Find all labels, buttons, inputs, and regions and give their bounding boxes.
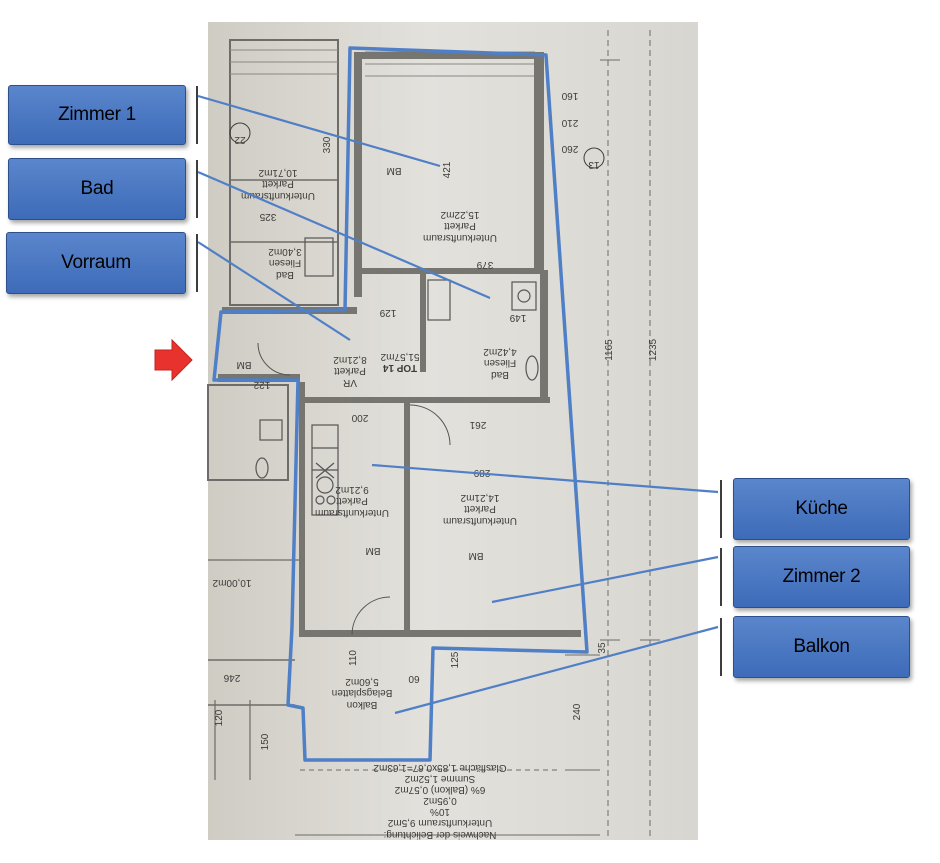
vr-area: 8,21m2	[333, 354, 367, 365]
dim-122: 122	[253, 379, 270, 390]
dim-210: 210	[561, 117, 578, 128]
calc-line4: 6% (Balkon) 0,57m2	[394, 784, 485, 795]
dim-379: 379	[476, 259, 493, 270]
room1-floor: Parkett	[444, 220, 476, 231]
bad-name: Bad	[491, 369, 509, 380]
dim-150: 150	[260, 733, 271, 750]
label-bad: Bad	[8, 158, 186, 220]
leader-balkon	[394, 625, 719, 715]
left-lower-area: 10,00m2	[212, 577, 251, 588]
zimmer2-name: Unterkunftsraum	[443, 515, 517, 526]
apartment-outline	[212, 46, 589, 762]
label-zimmer1: Zimmer 1	[8, 85, 186, 145]
door-swings	[257, 342, 451, 636]
bm-zimmer2: BM	[469, 550, 484, 561]
dim-129: 129	[379, 307, 396, 318]
entrance-arrow-icon	[154, 338, 193, 382]
left-room-name: Unterkunftsraum	[241, 190, 315, 201]
label-vorraum: Vorraum	[6, 232, 186, 294]
dim-261: 261	[469, 419, 486, 430]
top-area: 51,57m2	[380, 351, 419, 362]
room1-name: Unterkunftsraum	[423, 232, 497, 243]
bad-floor: Fliesen	[484, 357, 516, 368]
leader-lines	[197, 94, 719, 715]
dim-260: 260	[561, 143, 578, 154]
dim-1165: 1165	[604, 339, 615, 361]
circle-13: 13	[588, 159, 600, 170]
leader-vorraum	[197, 241, 351, 341]
dim-120: 120	[214, 709, 225, 726]
balkon-area: 5,60m2	[345, 676, 379, 687]
calc-line5: Summe 1,52m2	[404, 773, 475, 784]
bm-kueche: BM	[366, 545, 381, 556]
apartment-walls	[218, 52, 581, 637]
leader-zimmer2	[491, 555, 719, 604]
neighbour-walls	[207, 30, 660, 840]
left-room-area: 10,71m2	[258, 167, 297, 178]
label-zimmer2: Zimmer 2	[733, 546, 910, 608]
label-kueche: Küche	[733, 478, 910, 540]
calc-line2: 10%	[430, 806, 450, 817]
bm-vorraum: BM	[237, 359, 252, 370]
calc-line1: Unterkunftsraum 9,5m2	[387, 817, 492, 828]
vr-floor: Parkett	[334, 365, 366, 376]
bracket-balkon	[720, 618, 722, 676]
room1-area: 15,22m2	[440, 209, 479, 220]
bm-zimmer1: BM	[387, 165, 402, 176]
dim-160: 160	[561, 90, 578, 101]
circle-22: 22	[234, 134, 246, 145]
leader-bad	[197, 170, 491, 300]
dim-240: 240	[572, 703, 583, 720]
dim-35: 35	[597, 642, 608, 654]
dim-325: 325	[259, 211, 276, 222]
bath-fixtures	[255, 237, 539, 479]
label-balkon: Balkon	[733, 616, 910, 678]
dim-125: 125	[450, 651, 461, 668]
leader-zimmer1	[197, 94, 441, 168]
left-bad-area: 3,40m2	[268, 246, 302, 257]
bracket-zimmer2	[720, 548, 722, 606]
balkon-floor: Belagsplatten	[332, 687, 393, 698]
zimmer2-area: 14,21m2	[460, 492, 499, 503]
dim-60: 60	[408, 673, 420, 684]
bracket-bad	[196, 160, 198, 218]
dim-330: 330	[322, 136, 333, 153]
dim-200: 200	[351, 412, 368, 423]
calc-line3: 0,95m2	[423, 795, 457, 806]
kueche-floor: Parkett	[336, 495, 368, 506]
calc-line6: Glasfläche 1,85x0,67=1,63m2	[373, 762, 507, 773]
dim-421: 421	[442, 161, 453, 178]
dim-246: 246	[223, 672, 240, 683]
bracket-vorraum	[196, 234, 198, 292]
bracket-kueche	[720, 480, 722, 538]
kitchen-fixtures	[311, 424, 339, 516]
vr-name: VR	[343, 377, 357, 388]
left-room-floor: Parkett	[262, 178, 294, 189]
dim-110: 110	[348, 650, 359, 666]
dim-1235: 1235	[648, 338, 659, 361]
kueche-area: 9,21m2	[335, 484, 369, 495]
calc-title: Nachweis der Belichtung:	[384, 829, 497, 840]
dim-149: 149	[509, 312, 526, 323]
leader-kueche	[371, 463, 719, 494]
balkon-name: Balkon	[347, 699, 378, 710]
left-bad-floor: Fliesen	[269, 257, 301, 268]
plan-texts: TOP 14 51,57m2 Unterkunftsraum Parkett 1…	[212, 90, 659, 840]
top-label: TOP 14	[383, 362, 418, 373]
bracket-zimmer1	[196, 86, 198, 144]
left-bad-name: Bad	[276, 269, 294, 280]
kueche-name: Unterkunftsraum	[315, 507, 389, 518]
bad-area: 4,42m2	[483, 346, 517, 357]
zimmer2-floor: Parkett	[464, 503, 496, 514]
